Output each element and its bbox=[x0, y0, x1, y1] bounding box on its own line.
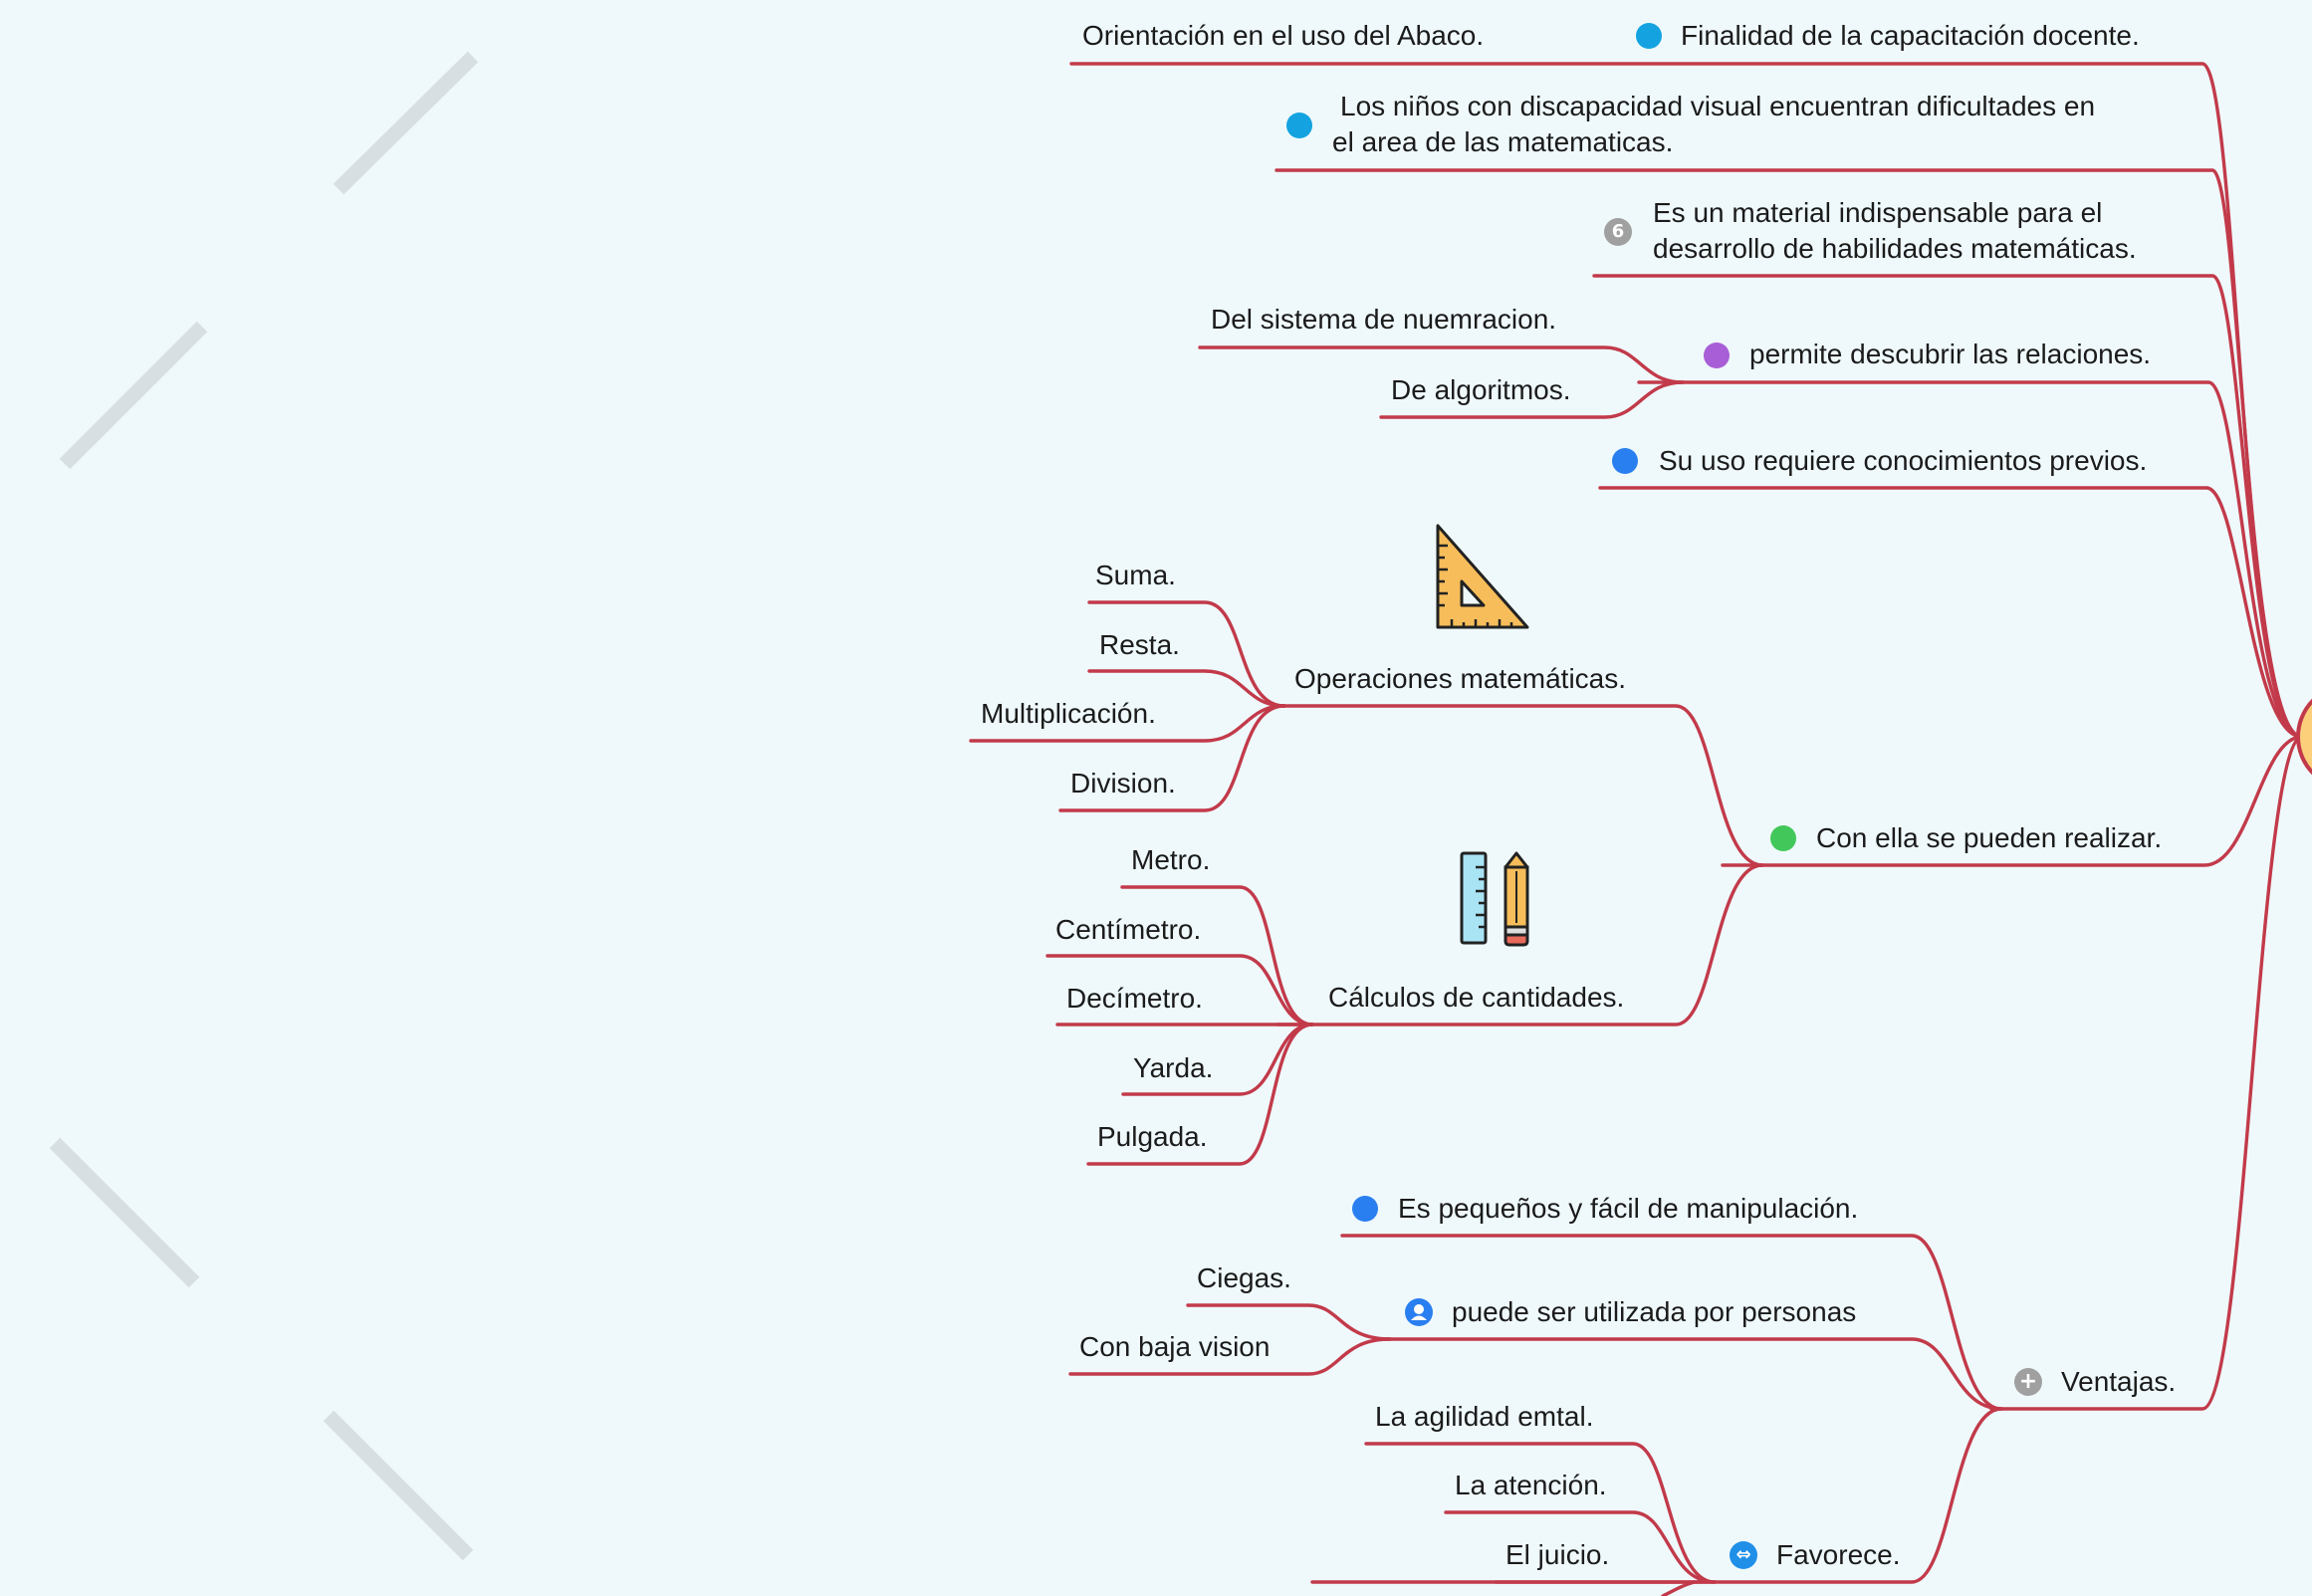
node-agilidad[interactable]: La agilidad emtal. bbox=[1375, 1401, 1594, 1432]
dot-icon bbox=[1770, 825, 1796, 851]
decor-stroke bbox=[323, 1410, 474, 1561]
connector-uso bbox=[1598, 486, 2304, 739]
connector-realizar bbox=[1721, 735, 2304, 867]
connector-offscreen bbox=[1661, 1580, 1697, 1596]
decor-stroke bbox=[49, 1137, 200, 1288]
pencil-icon bbox=[1503, 851, 1529, 947]
node-material-line1[interactable]: Es un material indispensable para el bbox=[1653, 197, 2103, 228]
node-division[interactable]: Division. bbox=[1070, 768, 1176, 798]
node-pequenos[interactable]: Es pequeños y fácil de manipulación. bbox=[1398, 1193, 1859, 1224]
dot-icon bbox=[1612, 448, 1638, 474]
connector-ciegas bbox=[1186, 1303, 1392, 1341]
dot-icon bbox=[1352, 1196, 1378, 1222]
node-uso[interactable]: Su uso requiere conocimientos previos. bbox=[1659, 445, 2148, 476]
node-permite[interactable]: permite descubrir las relaciones. bbox=[1749, 339, 2152, 369]
number-6-icon: 6 bbox=[1604, 218, 1632, 246]
connector-material bbox=[1592, 274, 2304, 739]
node-ventajas[interactable]: Ventajas. bbox=[2061, 1366, 2177, 1397]
connector-ventajas bbox=[1989, 735, 2304, 1411]
connector-finalidad bbox=[1069, 62, 2304, 739]
decor-stroke bbox=[59, 321, 208, 470]
connector-centimetro bbox=[1045, 954, 1314, 1026]
background-decoration bbox=[49, 51, 479, 1561]
connector-division bbox=[1058, 704, 1286, 812]
node-atencion[interactable]: La atención. bbox=[1455, 1470, 1607, 1500]
arrows-icon: ⇔ bbox=[1730, 1541, 1757, 1569]
connector-permite bbox=[1637, 380, 2304, 739]
central-topic[interactable] bbox=[2296, 685, 2312, 789]
dot-icon bbox=[1636, 23, 1662, 49]
node-ciegas[interactable]: Ciegas. bbox=[1197, 1262, 1291, 1293]
node-utilizada[interactable]: puede ser utilizada por personas bbox=[1452, 1296, 1857, 1327]
connector-suma bbox=[1087, 600, 1286, 708]
node-resta[interactable]: Resta. bbox=[1099, 629, 1180, 660]
connector-baja-vision bbox=[1068, 1337, 1392, 1376]
connector-agilidad bbox=[1364, 1442, 1717, 1584]
node-calculos[interactable]: Cálculos de cantidades. bbox=[1328, 982, 1625, 1013]
node-favorece[interactable]: Favorece. bbox=[1776, 1539, 1901, 1570]
node-multiplicacion[interactable]: Multiplicación. bbox=[981, 698, 1156, 729]
node-baja-vision[interactable]: Con baja vision bbox=[1079, 1331, 1271, 1362]
node-metro[interactable]: Metro. bbox=[1131, 844, 1211, 875]
connector-atencion bbox=[1444, 1510, 1717, 1584]
branch-connectors bbox=[969, 62, 2304, 1596]
ruler-icon bbox=[1460, 851, 1488, 945]
node-yarda[interactable]: Yarda. bbox=[1133, 1052, 1214, 1083]
connector-metro bbox=[1120, 885, 1314, 1026]
connector-resta bbox=[1087, 669, 1286, 708]
connector-utilizada bbox=[1377, 1337, 2003, 1411]
connector-favorece bbox=[1310, 1407, 2003, 1584]
connector-pulgada bbox=[1086, 1023, 1314, 1166]
node-decimetro[interactable]: Decímetro. bbox=[1066, 983, 1203, 1014]
set-square-icon bbox=[1436, 524, 1529, 629]
decor-stroke bbox=[333, 51, 479, 195]
node-ninos-line2[interactable]: el area de las matematicas. bbox=[1332, 126, 1674, 157]
person-icon bbox=[1405, 1298, 1433, 1326]
connector-calculos bbox=[1275, 863, 1764, 1026]
node-finalidad[interactable]: Finalidad de la capacitación docente. bbox=[1681, 20, 2140, 51]
plus-icon: + bbox=[2014, 1368, 2042, 1396]
node-operaciones[interactable]: Operaciones matemáticas. bbox=[1294, 663, 1627, 694]
node-pulgada[interactable]: Pulgada. bbox=[1097, 1121, 1208, 1152]
node-centimetro[interactable]: Centímetro. bbox=[1055, 914, 1202, 945]
connector-algoritmos bbox=[1379, 380, 1685, 419]
connector-pequenos bbox=[1340, 1234, 2003, 1411]
node-realizar[interactable]: Con ella se pueden realizar. bbox=[1816, 822, 2163, 853]
node-ninos-line1[interactable]: Los niños con discapacidad visual encuen… bbox=[1340, 91, 2096, 121]
dot-icon bbox=[1704, 342, 1730, 368]
node-suma[interactable]: Suma. bbox=[1095, 560, 1176, 590]
node-material-line2[interactable]: desarrollo de habilidades matemáticas. bbox=[1653, 233, 2137, 264]
node-orientacion[interactable]: Orientación en el uso del Abaco. bbox=[1082, 20, 1485, 51]
connector-sistema bbox=[1198, 345, 1685, 384]
node-juicio[interactable]: El juicio. bbox=[1505, 1539, 1610, 1570]
node-algoritmos[interactable]: De algoritmos. bbox=[1391, 374, 1571, 405]
node-sistema[interactable]: Del sistema de nuemracion. bbox=[1211, 304, 1557, 335]
connector-operaciones bbox=[1275, 704, 1764, 867]
dot-icon bbox=[1286, 113, 1312, 138]
